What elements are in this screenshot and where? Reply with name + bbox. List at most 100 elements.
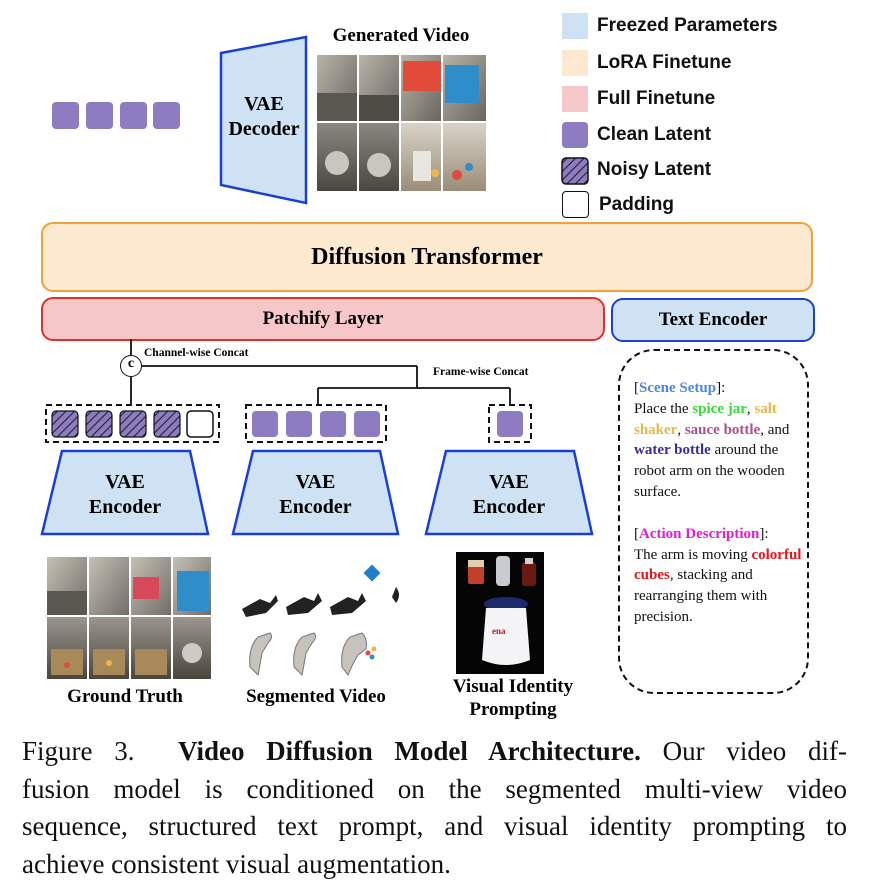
legend: Freezed Parameters LoRA Finetune Full Fi…	[560, 10, 860, 225]
action-description-paragraph: [Action Description]: The arm is moving c…	[634, 524, 810, 628]
vae-encoder-label-line1: VAE	[295, 471, 336, 493]
text-prompt-box	[618, 349, 809, 694]
latent-group-identity	[488, 404, 532, 443]
output-latent	[153, 102, 180, 129]
caption-line-1: Figure 3. Video Diffusion Model Architec…	[22, 733, 847, 771]
padding-latent	[186, 410, 214, 438]
latent-group-noisy	[45, 404, 220, 443]
vae-encoder-label-line2: Encoder	[472, 496, 546, 518]
arm-moving-text: The arm is moving	[634, 546, 752, 563]
object-spice-jar: spice jar	[692, 400, 747, 417]
caption-line-3: sequence, structured text prompt, and vi…	[22, 811, 847, 841]
caption-line-2: fusion model is conditioned on the segme…	[22, 773, 847, 804]
clean-latent	[286, 411, 312, 437]
frame-concat-label: Frame-wise Concat	[433, 366, 529, 378]
legend-swatch-noisy	[561, 157, 589, 185]
visual-identity-label: Visual Identity Prompting	[433, 675, 593, 721]
bracket: [	[634, 380, 639, 396]
vae-encoder-shape-1	[40, 449, 210, 536]
noisy-latent	[85, 410, 113, 438]
connector-lines	[130, 339, 511, 405]
bracket: ]:	[759, 525, 769, 542]
vae-encoder-label-line1: VAE	[105, 471, 145, 493]
caption-title: Video Diffusion Model Architecture.	[177, 736, 641, 766]
caption-line-4: achieve consistent visual augmentation.	[22, 848, 451, 879]
scene-setup-paragraph: [Scene Setup]:Place the spice jar, salt …	[634, 378, 810, 503]
vae-encoder-label-line2: Encoder	[279, 496, 352, 518]
generated-video-title: Generated Video	[332, 25, 470, 46]
legend-label-clean: Clean Latent	[597, 124, 712, 145]
vae-encoder-label-3: VAE Encoder	[426, 470, 592, 520]
gen-frame	[443, 123, 486, 191]
output-latent	[52, 102, 79, 129]
vae-encoder-label-line1: VAE	[489, 471, 529, 493]
text-prompt: [Scene Setup]:Place the spice jar, salt …	[634, 378, 810, 628]
ground-truth-frames	[47, 557, 211, 679]
segmented-video-frames	[236, 557, 402, 681]
visual-identity-label-line1: Visual Identity	[452, 676, 574, 697]
legend-swatch-frozen	[562, 13, 588, 39]
vae-encoder-label-1: VAE Encoder	[42, 470, 208, 520]
clean-latent	[497, 411, 523, 437]
vae-decoder-label-line1: VAE	[244, 93, 284, 115]
vae-encoder-label-2: VAE Encoder	[233, 470, 398, 520]
action-description-tag: Action Description	[639, 525, 760, 542]
object-sauce-bottle: sauce bottle	[684, 421, 761, 438]
comma: ,	[677, 421, 685, 438]
vae-decoder-shape	[219, 35, 308, 205]
vae-decoder-label-line2: Decoder	[228, 118, 300, 140]
bracket: ]:	[716, 380, 726, 396]
text-encoder-label: Text Encoder	[658, 309, 768, 330]
visual-identity-image: ena	[456, 552, 544, 674]
vae-encoder-shapes	[40, 449, 594, 536]
object-salt-shaker: salt shaker	[634, 400, 777, 438]
patchify-layer-label: Patchify Layer	[262, 308, 384, 329]
clean-latent	[354, 411, 380, 437]
ground-truth-label: Ground Truth	[67, 686, 183, 707]
generated-video-frames	[317, 55, 486, 191]
vae-decoder-label: VAE Decoder	[218, 92, 310, 142]
output-latents	[52, 102, 184, 132]
patchify-layer-block: Patchify Layer	[41, 297, 605, 341]
diffusion-transformer-label: Diffusion Transformer	[311, 243, 543, 270]
vae-encoder-label-line2: Encoder	[88, 496, 162, 518]
output-latent	[120, 102, 147, 129]
legend-label-frozen: Freezed Parameters	[597, 15, 778, 36]
clean-latent	[320, 411, 346, 437]
vae-encoder-shape-2	[231, 449, 400, 536]
concat-symbol: c	[120, 355, 142, 377]
concat-symbol-label: c	[127, 356, 135, 371]
comma: ,	[760, 421, 764, 438]
channel-concat-label: Channel-wise Concat	[144, 347, 249, 359]
legend-swatch-clean	[562, 122, 588, 148]
and-text: and	[764, 421, 790, 438]
diffusion-transformer-block: Diffusion Transformer	[41, 222, 813, 292]
legend-label-padding: Padding	[599, 194, 674, 215]
bracket: [	[634, 525, 639, 542]
scene-rest-text: around the robot arm on the wooden surfa…	[634, 442, 785, 500]
latent-group-segmented	[245, 404, 387, 443]
text-encoder-block: Text Encoder	[611, 298, 815, 342]
noisy-latent	[153, 410, 181, 438]
clean-latent	[252, 411, 278, 437]
object-colorful-cubes: colorful cubes	[634, 546, 802, 584]
action-rest-text: , stacking and rearranging them with pre…	[634, 567, 768, 625]
legend-label-lora: LoRA Finetune	[597, 52, 732, 73]
caption-line-1-rest: Our video dif-	[662, 736, 848, 766]
legend-swatch-padding	[562, 191, 589, 218]
legend-swatch-full	[562, 86, 588, 112]
figure-caption: Figure 3. Video Diffusion Model Architec…	[22, 733, 847, 883]
noisy-latent	[51, 410, 79, 438]
legend-label-full: Full Finetune	[597, 88, 716, 109]
svg-text:ena: ena	[492, 626, 506, 636]
caption-label: Figure 3.	[22, 736, 135, 766]
segmented-video-label: Segmented Video	[246, 686, 386, 707]
object-water-bottle: water bottle	[634, 442, 711, 459]
scene-setup-tag: Scene Setup	[639, 380, 717, 396]
comma: ,	[746, 400, 755, 417]
visual-identity-label-line2: Prompting	[469, 699, 557, 720]
output-latent	[86, 102, 113, 129]
latent-groups	[45, 404, 532, 443]
legend-swatch-lora	[562, 50, 588, 76]
legend-label-noisy: Noisy Latent	[597, 159, 712, 180]
